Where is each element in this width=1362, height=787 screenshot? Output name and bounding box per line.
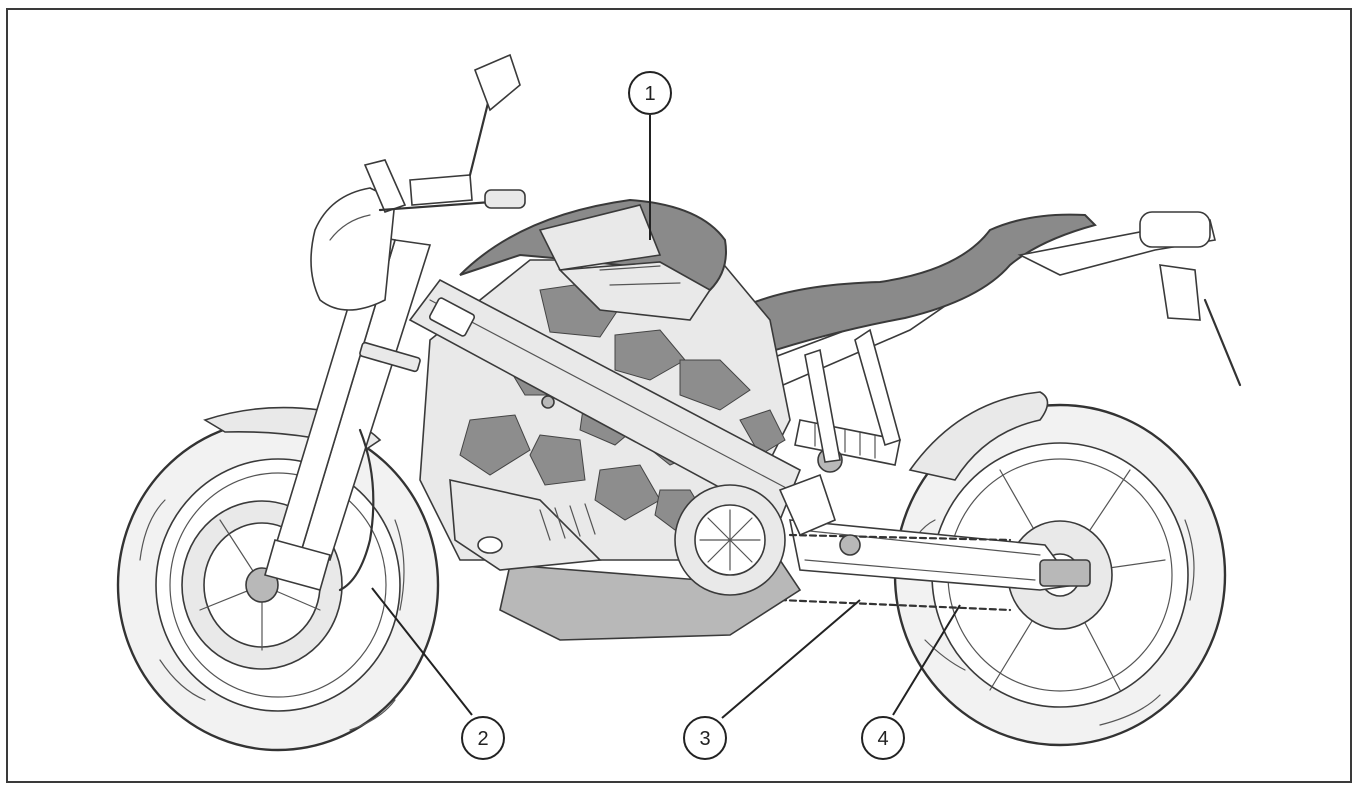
headlight-assembly: [310, 159, 407, 311]
tank-cover: [459, 198, 727, 321]
callout-3: 3: [683, 716, 727, 760]
main-frame: [408, 278, 802, 522]
seat: [718, 213, 1097, 357]
rear-hugger: [908, 391, 1049, 481]
leader-3: [721, 599, 861, 719]
leader-4: [892, 604, 961, 716]
leader-2: [371, 587, 473, 716]
callout-4: 4: [861, 716, 905, 760]
motor: [674, 473, 861, 596]
front-wheel: [116, 418, 440, 752]
callout-1-label: 1: [644, 83, 655, 105]
callout-3-label: 3: [699, 728, 710, 750]
brake-line: [338, 428, 375, 592]
callout-2-label: 2: [477, 728, 488, 750]
callout-2: 2: [461, 716, 505, 760]
front-forks: [264, 234, 432, 591]
callout-4-label: 4: [877, 728, 888, 750]
callout-1: 1: [628, 71, 672, 115]
tail-section: [1017, 211, 1242, 387]
handlebar: [378, 53, 526, 212]
swingarm: [778, 519, 1091, 612]
